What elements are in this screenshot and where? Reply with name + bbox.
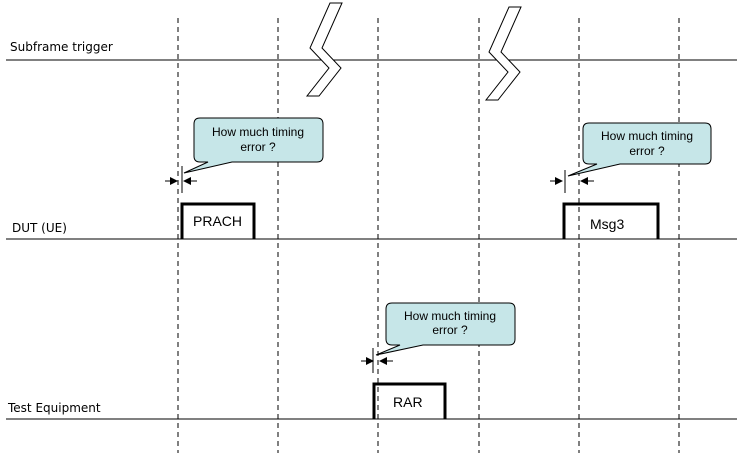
row-label-subframe-trigger: Subframe trigger [10,40,113,54]
prach-timing-error-arrows [165,166,197,193]
time-break-symbol [305,2,343,97]
msg3-callout-line1: How much timing [601,129,693,143]
time-break-symbol [484,6,522,101]
row-label-test-equipment: Test Equipment [7,401,101,415]
msg3-timing-error-arrows [550,170,594,193]
rar-callout-line2: error ? [432,323,468,337]
subframe-boundaries [177,18,680,453]
rar-callout-line1: How much timing [404,309,496,323]
rar-label: RAR [393,394,423,410]
msg3-box [562,202,660,239]
row-label-dut: DUT (UE) [12,221,67,235]
msg3-label: Msg3 [590,216,624,232]
msg3-timing-callout: How much timing error ? [567,122,712,177]
prach-timing-callout: How much timing error ? [183,117,324,174]
rar-box [372,382,447,419]
rar-timing-error-arrows [361,348,393,373]
prach-callout-line1: How much timing [212,125,304,139]
prach-callout-line2: error ? [240,140,276,154]
prach-box [180,202,256,239]
prach-label: PRACH [193,213,242,229]
msg3-callout-line2: error ? [629,144,665,158]
rar-timing-callout: How much timing error ? [375,302,516,356]
